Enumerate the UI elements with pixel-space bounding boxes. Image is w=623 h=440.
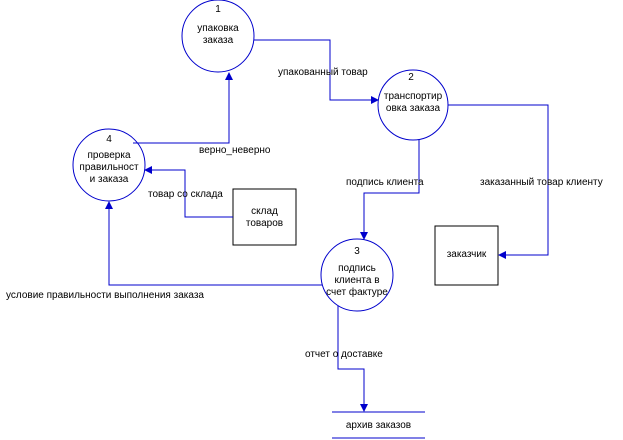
- flow-order-correctness-condition-label: условие правильности выполнения заказа: [6, 290, 204, 301]
- process-1-label: упаковка заказа: [197, 23, 239, 46]
- customer-entity-label: заказчик: [446, 249, 487, 260]
- flow-correct-incorrect-label: верно_неверно: [199, 145, 271, 156]
- flow-delivery-report-line[interactable]: [337, 306, 368, 412]
- flow-packed-goods-line[interactable]: [254, 39, 379, 104]
- flow-client-signature-label: подпись клиента: [346, 177, 424, 188]
- process-1-number: 1: [215, 4, 221, 15]
- warehouse-entity-box[interactable]: [232, 188, 297, 246]
- process-2-label: транспортир овка заказа: [383, 91, 443, 114]
- process-4-number: 4: [106, 134, 112, 145]
- process-3-label: подпись клиента в счет фактуре: [326, 263, 388, 298]
- warehouse-entity-label: склад товаров: [245, 206, 284, 229]
- flow-correct-incorrect-line[interactable]: [133, 72, 233, 144]
- process-3-circle[interactable]: [320, 238, 394, 312]
- flow-client-signature-line[interactable]: [360, 140, 420, 240]
- flow-goods-from-warehouse-line[interactable]: [144, 166, 233, 218]
- flow-ordered-goods-to-client-line[interactable]: [448, 104, 549, 259]
- process-2-number: 2: [408, 72, 414, 83]
- flow-ordered-goods-to-client-label: заказанный товар клиенту: [480, 177, 603, 188]
- flow-packed-goods-label: упакованный товар: [278, 67, 368, 78]
- customer-entity-box[interactable]: [434, 225, 499, 286]
- flow-order-correctness-condition-line[interactable]: [105, 201, 322, 286]
- flow-delivery-report-label: отчет о доставке: [305, 349, 383, 360]
- archive-datastore-label: архив заказов: [345, 420, 412, 431]
- flow-goods-from-warehouse-label: товар со склада: [148, 189, 223, 200]
- process-1-circle[interactable]: [181, 0, 255, 73]
- process-3-number: 3: [354, 246, 360, 257]
- process-4-label: проверка правильност и заказа: [79, 150, 139, 185]
